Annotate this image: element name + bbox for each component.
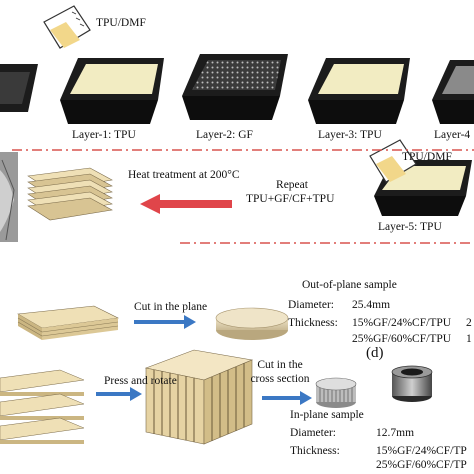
oop-disc: [215, 307, 289, 340]
red-arrow-left: [140, 194, 232, 214]
cut-cross-label-1: Cut in the: [257, 359, 303, 371]
oop-thickness-1-trail: 2: [466, 317, 472, 329]
solvent-label-1: TPU/DMF: [96, 17, 146, 29]
repeat-label: Repeat: [276, 179, 308, 191]
oop-diameter-label: Diameter:: [288, 299, 334, 311]
oop-thickness-label: Thickness:: [288, 317, 338, 329]
heat-treatment-label: Heat treatment at 200°C: [128, 169, 240, 181]
blue-arrow-cross-section: [262, 391, 312, 405]
sem-image: [0, 152, 18, 242]
oop-thickness-2-trail: 1: [466, 333, 472, 345]
sample-photo: [388, 358, 438, 404]
repeat-formula-label: TPU+GF/CF+TPU: [246, 193, 335, 205]
layer-5-label: Layer-5: TPU: [378, 221, 442, 233]
panel-label-d: (d): [366, 345, 384, 361]
oop-title: Out-of-plane sample: [302, 279, 397, 291]
press-rotate-label: Press and rotate: [104, 375, 177, 387]
tray-layer-3: [308, 58, 410, 124]
blue-arrow-press: [96, 387, 142, 401]
ip-title: In-plane sample: [290, 409, 364, 421]
tray-layer-4: [432, 60, 474, 124]
cut-cross-label-2: cross section: [250, 373, 310, 385]
cut-plane-label: Cut in the plane: [134, 301, 208, 313]
layer-2-label: Layer-2: GF: [196, 129, 253, 141]
pressed-block: [144, 349, 254, 445]
solvent-label-2: TPU/DMF: [402, 151, 452, 163]
ip-thickness-1: 15%GF/24%CF/TP: [376, 445, 467, 457]
laminate-stack-heat: [27, 167, 113, 221]
layer-4-label: Layer-4: [434, 129, 471, 141]
beaker-icon-1: [43, 5, 91, 49]
ip-thickness-label: Thickness:: [290, 445, 340, 457]
laminate-plate: [17, 305, 120, 340]
tray-partial-left: [0, 64, 38, 112]
ip-thickness-2: 25%GF/60%CF/TP: [376, 459, 467, 471]
stacked-plates: [0, 369, 85, 444]
blue-arrow-cut-plane: [134, 315, 196, 329]
tray-layer-2: [182, 54, 288, 120]
ip-sample: [315, 377, 357, 408]
layer-3-label: Layer-3: TPU: [318, 129, 382, 141]
tray-layer-1: [60, 58, 164, 124]
oop-diameter-value: 25.4mm: [352, 299, 391, 311]
oop-thickness-2: 25%GF/60%CF/TPU: [352, 333, 452, 345]
layer-1-label: Layer-1: TPU: [72, 129, 136, 141]
ip-diameter-label: Diameter:: [290, 427, 336, 439]
oop-thickness-1: 15%GF/24%CF/TPU: [352, 317, 452, 329]
ip-diameter-value: 12.7mm: [376, 427, 415, 439]
